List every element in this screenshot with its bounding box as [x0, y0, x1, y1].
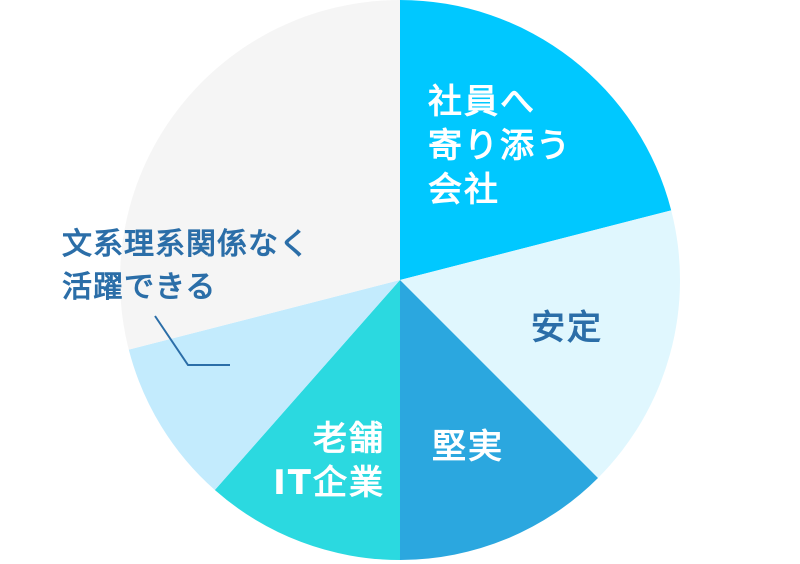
pie-slice — [400, 280, 598, 560]
label-stable: 安定 — [531, 308, 603, 348]
label-caring-company: 社員へ 寄り添う 会社 — [428, 82, 572, 210]
pie-slice — [128, 280, 400, 491]
pie-slice — [400, 0, 672, 280]
label-established-it: 老舗 IT企業 — [273, 419, 385, 503]
label-steady: 堅実 — [432, 427, 504, 467]
pie-slice — [120, 0, 400, 350]
pie-slice — [400, 210, 680, 478]
pie-slices — [120, 0, 680, 560]
leader-line — [154, 315, 230, 366]
label-any-major: 文系理系関係なく 活躍できる — [62, 227, 310, 305]
pie-slice — [214, 280, 400, 560]
